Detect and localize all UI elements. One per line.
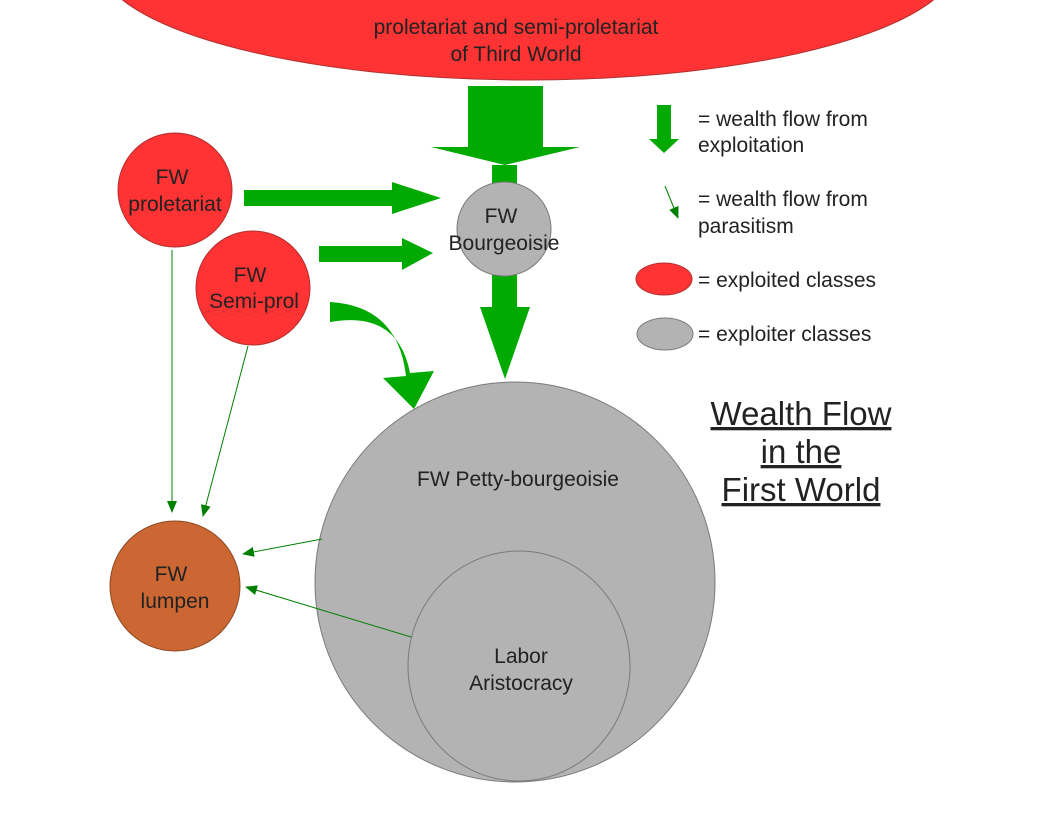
- labor-aristocracy-label-line1: Labor: [494, 645, 548, 668]
- fw-bourgeoisie-label-line1: FW: [485, 205, 518, 228]
- legend: = wealth flow from exploitation = wealth…: [635, 105, 876, 351]
- fw-bourgeoisie-label-line2: Bourgeoisie: [449, 232, 560, 255]
- legend-exploiter-label: = exploiter classes: [698, 323, 871, 346]
- fw-semi-prol-label-line1: FW: [234, 264, 267, 287]
- fw-proletariat-label-line2: proletariat: [128, 193, 222, 216]
- exploitation-arrow-proletariat-to-bourgeoisie: [244, 182, 441, 214]
- third-world-label-line1: proletariat and semi-proletariat: [374, 16, 659, 39]
- exploitation-arrow-semiprol-to-bourgeoisie: [319, 238, 433, 270]
- title-line3: First World: [722, 471, 881, 508]
- parasitism-arrow-aristocracy-to-lumpen: [245, 585, 412, 638]
- labor-aristocracy-label-line2: Aristocracy: [469, 672, 573, 695]
- fw-proletariat-node: FW proletariat: [117, 132, 233, 248]
- diagram-title: Wealth Flow in the First World: [711, 395, 892, 508]
- legend-exploiter-swatch: [636, 317, 694, 351]
- fw-petty-bourgeoisie-label: FW Petty-bourgeoisie: [417, 468, 619, 491]
- third-world-label-line2: of Third World: [450, 43, 581, 66]
- parasitism-arrow-petty-to-lumpen: [242, 538, 323, 557]
- legend-exploitation-line2: exploitation: [698, 134, 804, 157]
- labor-aristocracy-node: Labor Aristocracy: [407, 550, 631, 782]
- legend-parasitism-line1: = wealth flow from: [698, 188, 868, 211]
- fw-bourgeoisie-node: FW Bourgeoisie: [449, 181, 560, 277]
- third-world-node: proletariat and semi-proletariat of Thir…: [121, 0, 935, 81]
- fw-lumpen-node: FW lumpen: [109, 520, 241, 652]
- legend-parasitism-line2: parasitism: [698, 215, 794, 238]
- title-line1: Wealth Flow: [711, 395, 892, 432]
- legend-exploitation-arrow-icon: [649, 105, 679, 153]
- spellcheck-underline: [203, 311, 301, 315]
- exploitation-arrow-semiprol-to-petty: [330, 302, 434, 409]
- fw-lumpen-label-line2: lumpen: [141, 590, 210, 613]
- exploitation-arrow-third-world-to-bourgeoisie: [431, 86, 580, 165]
- parasitism-arrow-semiprol-to-lumpen: [200, 345, 249, 517]
- legend-parasitism-arrow-icon: [664, 185, 679, 219]
- legend-exploitation-line1: = wealth flow from: [698, 108, 868, 131]
- legend-exploited-swatch: [635, 262, 693, 296]
- fw-lumpen-label-line1: FW: [155, 563, 188, 586]
- legend-exploited-label: = exploited classes: [698, 269, 876, 292]
- title-line2: in the: [761, 433, 842, 470]
- fw-proletariat-label-line1: FW: [156, 166, 189, 189]
- fw-semi-prol-node: FW Semi-prol: [195, 230, 311, 346]
- fw-semi-prol-label-line2: Semi-prol: [209, 290, 299, 313]
